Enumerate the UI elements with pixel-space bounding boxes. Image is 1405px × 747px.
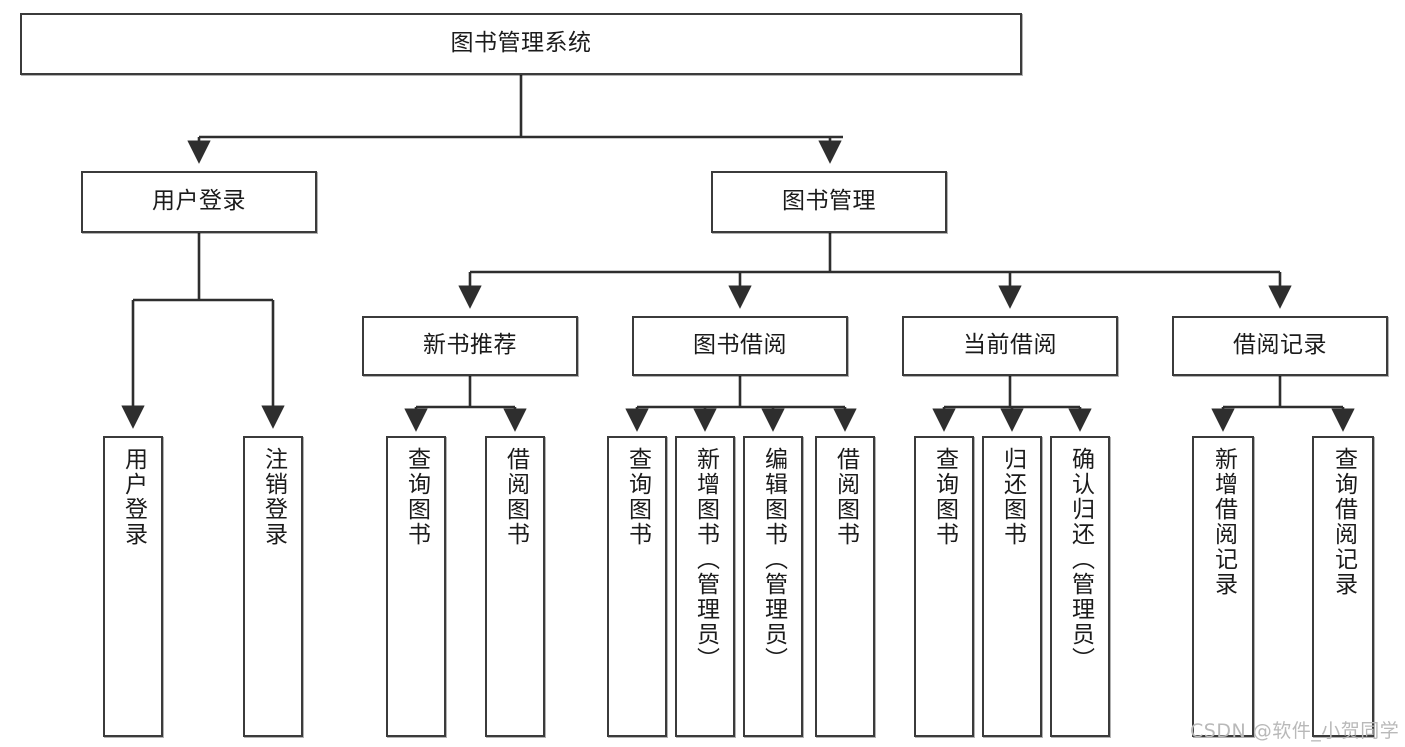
leaf-current-query-book[interactable]: 查询图书 [914, 436, 974, 737]
node-label: 查询图书 [403, 447, 430, 547]
node-label: 查询图书 [624, 447, 651, 547]
node-label: 新书推荐 [423, 332, 517, 359]
node-label: 新增图书（管理员） [692, 447, 719, 672]
node-label: 查询图书 [931, 447, 958, 547]
leaf-record-add-record[interactable]: 新增借阅记录 [1192, 436, 1254, 737]
node-book-management[interactable]: 图书管理 [711, 171, 947, 233]
node-label: 注销登录 [260, 447, 287, 547]
node-label: 借阅图书 [832, 447, 859, 547]
node-label: 借阅记录 [1233, 332, 1327, 359]
leaf-record-query-record[interactable]: 查询借阅记录 [1312, 436, 1374, 737]
node-label: 查询借阅记录 [1330, 447, 1357, 597]
node-book-borrow[interactable]: 图书借阅 [632, 316, 848, 376]
node-label: 图书管理系统 [450, 30, 592, 57]
node-label: 新增借阅记录 [1210, 447, 1237, 597]
node-label: 编辑图书（管理员） [760, 447, 787, 672]
node-user-login[interactable]: 用户登录 [81, 171, 317, 233]
node-label: 当前借阅 [963, 332, 1057, 359]
leaf-current-confirm-return-admin[interactable]: 确认归还（管理员） [1050, 436, 1110, 737]
node-root-system[interactable]: 图书管理系统 [20, 13, 1022, 75]
node-label: 归还图书 [999, 447, 1026, 547]
node-current-borrow[interactable]: 当前借阅 [902, 316, 1118, 376]
leaf-current-return-book[interactable]: 归还图书 [982, 436, 1042, 737]
leaf-borrow-edit-book-admin[interactable]: 编辑图书（管理员） [743, 436, 803, 737]
leaf-borrow-query-book[interactable]: 查询图书 [607, 436, 667, 737]
leaf-user-login-logout[interactable]: 注销登录 [243, 436, 303, 737]
leaf-recommend-borrow-book[interactable]: 借阅图书 [485, 436, 545, 737]
leaf-borrow-borrow-book[interactable]: 借阅图书 [815, 436, 875, 737]
leaf-recommend-query-book[interactable]: 查询图书 [386, 436, 446, 737]
node-label: 确认归还（管理员） [1067, 447, 1094, 672]
node-label: 图书借阅 [693, 332, 787, 359]
node-label: 借阅图书 [502, 447, 529, 547]
node-label: 用户登录 [120, 447, 147, 547]
leaf-borrow-add-book-admin[interactable]: 新增图书（管理员） [675, 436, 735, 737]
csdn-watermark: CSDN @软件_小贺同学 [1190, 720, 1400, 742]
node-label: 用户登录 [152, 188, 246, 215]
node-borrow-record[interactable]: 借阅记录 [1172, 316, 1388, 376]
leaf-user-login-login[interactable]: 用户登录 [103, 436, 163, 737]
node-new-book-recommend[interactable]: 新书推荐 [362, 316, 578, 376]
node-label: 图书管理 [782, 188, 876, 215]
